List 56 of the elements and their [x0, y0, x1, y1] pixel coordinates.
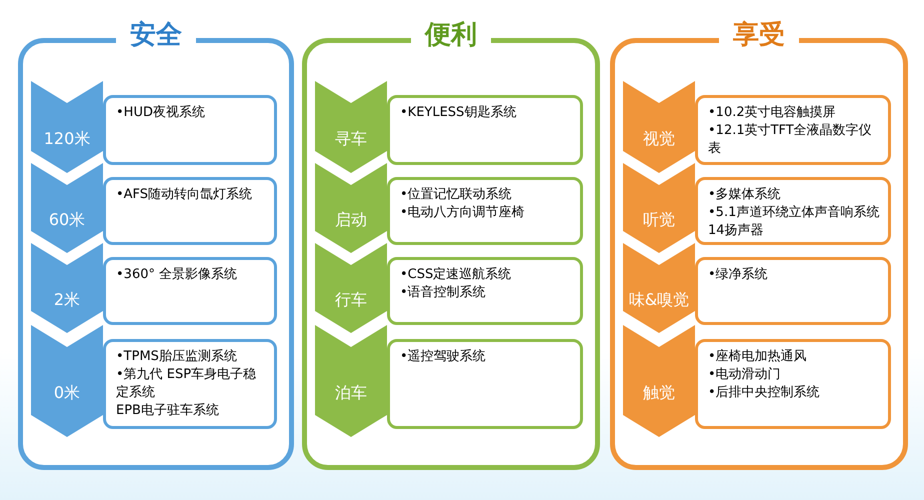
feature-box [695, 177, 891, 245]
feature-item: •遥控驾驶系统 [400, 348, 487, 366]
feature-item: •CSS定速巡航系统 [400, 266, 512, 284]
chevron-step [315, 81, 387, 173]
chevron-step [623, 243, 695, 333]
feature-box [103, 339, 277, 429]
feature-box [695, 339, 891, 429]
feature-item: •360° 全景影像系统 [116, 266, 238, 284]
feature-box [103, 257, 277, 325]
feature-item: •5.1声道环绕立体声音响系统14扬声器 [708, 204, 880, 240]
chevron-step [315, 325, 387, 437]
step-label: 行车 [334, 290, 368, 311]
feature-box [695, 95, 891, 165]
step-label: 寻车 [334, 129, 368, 150]
feature-item: •多媒体系统 [708, 186, 782, 204]
feature-item: •KEYLESS钥匙系统 [400, 104, 518, 122]
feature-box [695, 257, 891, 325]
step-label: 触觉 [642, 383, 676, 404]
feature-box [387, 95, 583, 165]
step-label: 2米 [52, 290, 82, 311]
step-label: 泊车 [334, 383, 368, 404]
chevron-step [315, 243, 387, 333]
chevron-step [31, 163, 103, 253]
feature-box [387, 257, 583, 325]
feature-item: •电动滑动门 [708, 366, 782, 384]
chevron-step [31, 325, 103, 437]
chevron-step [315, 163, 387, 253]
chevron-step [31, 81, 103, 173]
step-label: 60米 [48, 210, 86, 231]
feature-box [103, 95, 277, 165]
feature-box [103, 177, 277, 245]
feature-item: EPB电子驻车系统 [116, 402, 220, 420]
feature-item: •AFS随动转向氙灯系统 [116, 186, 254, 204]
step-label: 听觉 [642, 210, 676, 231]
feature-item: •HUD夜视系统 [116, 104, 206, 122]
chevron-step [623, 81, 695, 173]
feature-box [387, 339, 583, 429]
feature-item: •第九代 ESP车身电子稳定系统 [116, 366, 258, 402]
chevron-step [623, 163, 695, 253]
step-label: 味&嗅觉 [628, 290, 690, 311]
feature-item: •绿净系统 [708, 266, 769, 284]
feature-item: •10.2英寸电容触摸屏 [708, 104, 837, 122]
feature-item: •电动八方向调节座椅 [400, 204, 526, 222]
step-label: 启动 [334, 210, 368, 231]
feature-item: •12.1英寸TFT全液晶数字仪表 [708, 122, 873, 158]
feature-item: •座椅电加热通风 [708, 348, 808, 366]
feature-item: •后排中央控制系统 [708, 384, 821, 402]
chevron-step [623, 325, 695, 437]
feature-box [387, 177, 583, 245]
chevron-step [31, 243, 103, 333]
step-label: 120米 [42, 129, 92, 150]
feature-item: •语音控制系统 [400, 284, 487, 302]
feature-item: •位置记忆联动系统 [400, 186, 513, 204]
step-label: 0米 [52, 383, 82, 404]
feature-item: •TPMS胎压监测系统 [116, 348, 238, 366]
step-label: 视觉 [642, 129, 676, 150]
